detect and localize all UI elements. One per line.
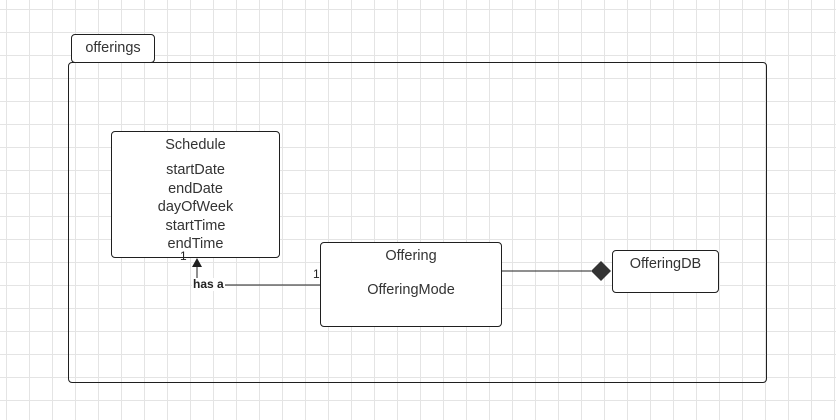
composition-diamond — [591, 261, 611, 281]
class-offeringdb[interactable]: OfferingDB — [612, 250, 719, 293]
class-schedule[interactable]: Schedule startDate endDate dayOfWeek sta… — [111, 131, 280, 258]
class-name: Schedule — [165, 137, 226, 153]
multiplicity-schedule: 1 — [180, 249, 187, 263]
attribute: dayOfWeek — [157, 199, 234, 215]
package-name: offerings — [85, 40, 141, 56]
attribute: endDate — [168, 180, 223, 197]
association-arrowhead — [192, 258, 202, 267]
attribute-list: startDate endDate dayOfWeek startTime en… — [112, 161, 279, 254]
package-tab[interactable]: offerings — [71, 34, 155, 63]
package-frame[interactable] — [68, 62, 767, 383]
attribute: endTime — [167, 236, 224, 252]
multiplicity-offering: 1 — [313, 267, 320, 281]
attribute: startDate — [166, 162, 225, 178]
class-name: OfferingDB — [629, 256, 702, 272]
class-offering[interactable]: Offering OfferingMode — [320, 242, 502, 327]
attribute: OfferingMode — [367, 282, 455, 298]
association-label: has a — [192, 277, 225, 291]
class-name: Offering — [385, 248, 437, 264]
attribute: startTime — [165, 217, 226, 234]
